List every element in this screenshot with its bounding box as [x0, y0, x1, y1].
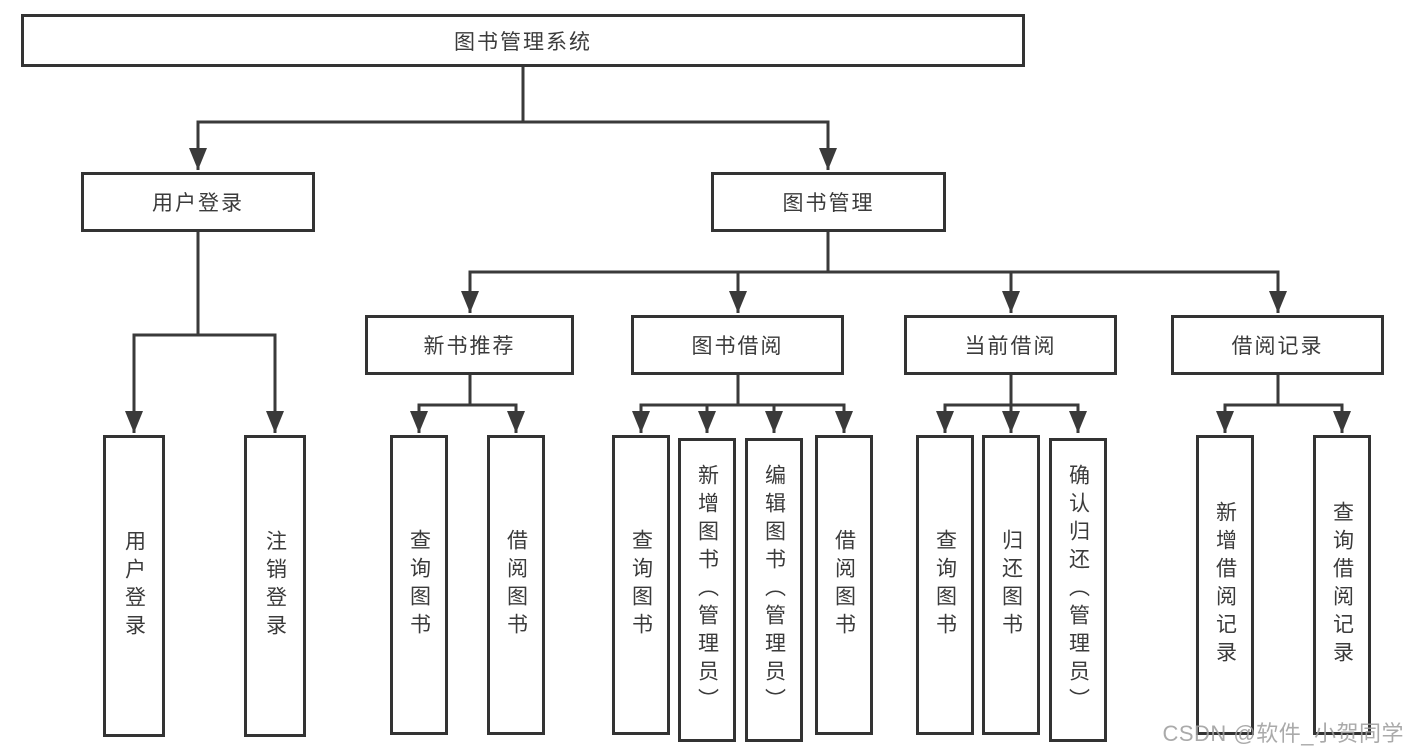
connector-book-management: [461, 232, 1287, 313]
node-borrow-records: 借阅记录: [1171, 315, 1384, 375]
leaf-current-query-books: 查询图书: [916, 435, 974, 735]
connector-book-borrow: [632, 375, 853, 433]
node-book-management: 图书管理: [711, 172, 946, 232]
connector-root-to-level2: [189, 67, 837, 170]
node-new-book-recommend: 新书推荐: [365, 315, 574, 375]
connector-current-borrow: [936, 375, 1087, 433]
leaf-borrow-query-books: 查询图书: [612, 435, 670, 735]
leaf-borrow-edit-book-admin: 编辑图书（管理员）: [745, 438, 803, 742]
leaf-logout: 注销登录: [244, 435, 306, 737]
watermark: CSDN @软件_小贺同学: [1162, 721, 1404, 746]
leaf-records-query-record: 查询借阅记录: [1313, 435, 1371, 735]
connector-new-book-recommend: [410, 375, 525, 433]
leaf-borrow-add-book-admin: 新增图书（管理员）: [678, 438, 736, 742]
node-current-borrow: 当前借阅: [904, 315, 1117, 375]
leaf-current-confirm-return-admin: 确认归还（管理员）: [1049, 438, 1107, 742]
connector-borrow-records: [1216, 375, 1351, 433]
leaf-user-login: 用户登录: [103, 435, 165, 737]
leaf-recommend-query-books: 查询图书: [390, 435, 448, 735]
leaf-current-return-books: 归还图书: [982, 435, 1040, 735]
connector-user-login-group: [125, 232, 284, 433]
node-root: 图书管理系统: [21, 14, 1025, 67]
node-user-login-group: 用户登录: [81, 172, 315, 232]
node-book-borrow: 图书借阅: [631, 315, 844, 375]
leaf-records-add-record: 新增借阅记录: [1196, 435, 1254, 735]
leaf-borrow-borrow-books: 借阅图书: [815, 435, 873, 735]
leaf-recommend-borrow-books: 借阅图书: [487, 435, 545, 735]
